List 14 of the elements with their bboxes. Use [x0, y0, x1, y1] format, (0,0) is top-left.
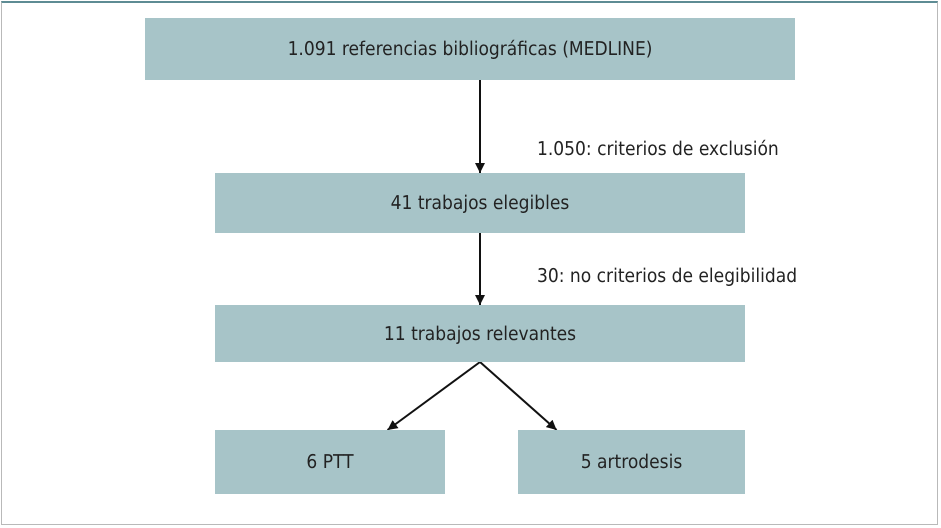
- box-label: 6 PTT: [306, 451, 354, 473]
- box-label: 5 artrodesis: [580, 451, 682, 473]
- process-box: [215, 430, 445, 494]
- arrow: [479, 361, 558, 431]
- process-box: [215, 173, 745, 233]
- arrow: [386, 361, 481, 431]
- box-label: 41 trabajos elegibles: [390, 192, 570, 214]
- box-label: 1.091 referencias bibliográficas (MEDLINE): [288, 38, 652, 60]
- process-box: [145, 18, 795, 80]
- process-box: [518, 430, 745, 494]
- box-label: 11 trabajos relevantes: [384, 322, 576, 344]
- arrow: [475, 233, 485, 305]
- process-box: [215, 305, 745, 362]
- arrow: [475, 80, 485, 173]
